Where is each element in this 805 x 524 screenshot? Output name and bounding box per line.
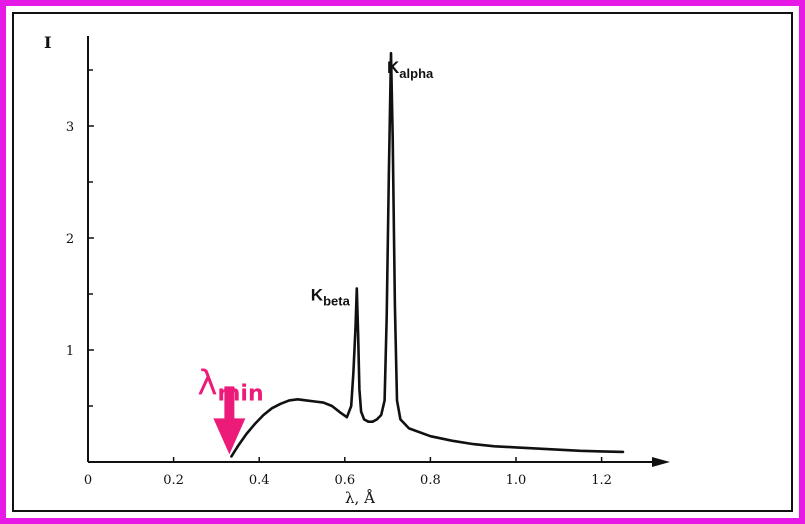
x-tick-label: 0.4 bbox=[249, 473, 270, 488]
x-tick-label: 0 bbox=[84, 473, 92, 488]
x-tick-label: 0.2 bbox=[163, 473, 184, 488]
y-tick-label: 2 bbox=[66, 232, 74, 247]
x-tick-label: 0.6 bbox=[334, 473, 355, 488]
x-tick-label: 0.8 bbox=[420, 473, 441, 488]
x-tick-label: 1.2 bbox=[591, 473, 612, 488]
arrow-shaft bbox=[224, 386, 235, 421]
x-ticks: 0 0.2 0.4 0.6 0.8 1.0 1.2 bbox=[84, 457, 612, 488]
x-tick-label: 1.0 bbox=[506, 473, 527, 488]
axes bbox=[87, 36, 670, 467]
y-axis-label: I bbox=[44, 33, 51, 52]
y-tick-label: 3 bbox=[66, 120, 74, 135]
lambda-min-label-main: λ bbox=[197, 363, 217, 403]
k-beta-label-subscript: beta bbox=[323, 293, 351, 308]
k-alpha-label-subscript: alpha bbox=[399, 66, 434, 81]
series-line bbox=[230, 51, 625, 458]
y-ticks: 1 2 3 bbox=[66, 69, 94, 407]
k-beta-label: Kbeta bbox=[311, 285, 351, 308]
arrow-head bbox=[213, 418, 246, 455]
k-alpha-label: Kalpha bbox=[387, 58, 434, 81]
x-axis-arrowhead bbox=[652, 457, 670, 467]
lambda-min-arrow-icon bbox=[213, 386, 246, 455]
k-beta-label-main: K bbox=[311, 285, 324, 304]
k-alpha-label-main: K bbox=[387, 58, 400, 77]
y-tick-label: 1 bbox=[66, 344, 74, 359]
x-axis-label: λ, Å bbox=[345, 489, 375, 507]
figure-border bbox=[12, 12, 793, 512]
